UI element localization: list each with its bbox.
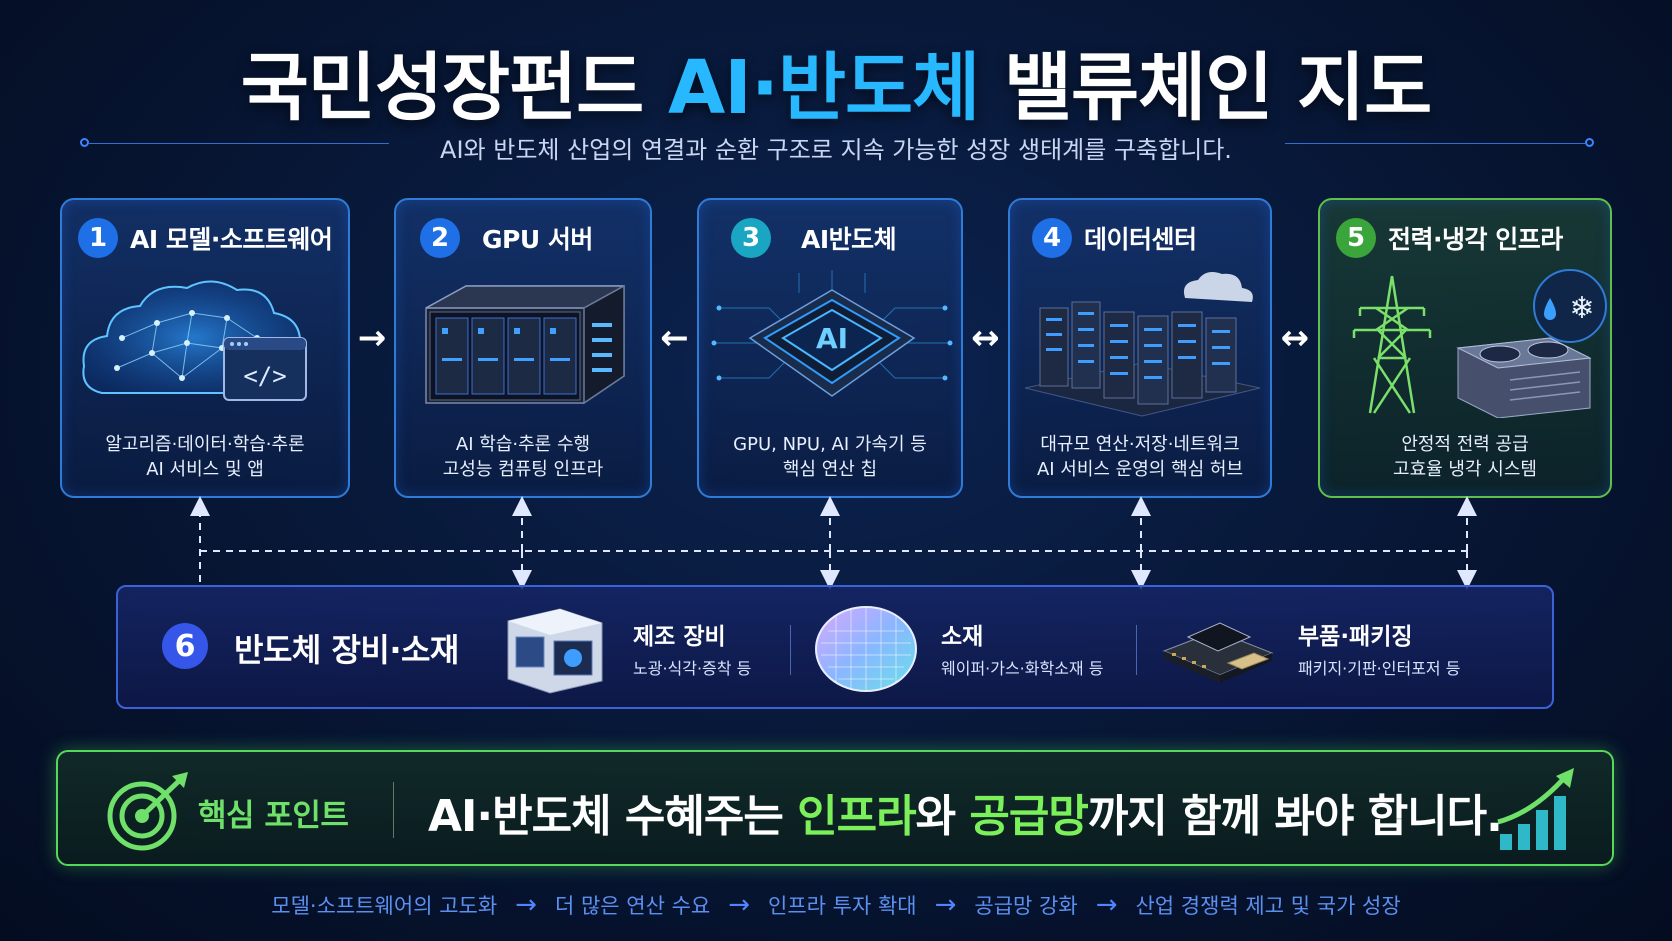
target-arrow-icon xyxy=(104,766,194,860)
card-number: 1 xyxy=(78,218,118,258)
materials-item-title: 소재 xyxy=(941,624,984,650)
card-number: 3 xyxy=(731,218,771,258)
chip-package-icon xyxy=(1158,601,1278,701)
manufacturing-equipment-icon xyxy=(500,601,610,701)
equipment-item-title: 제조 장비 xyxy=(633,624,726,650)
datacenter-icon xyxy=(1010,268,1270,418)
equipment-item-sub: 노광·식각·증착 등 xyxy=(633,659,752,678)
value-flow: 모델·소프트웨어의 고도화 → 더 많은 연산 수요 → 인프라 투자 확대 →… xyxy=(0,890,1672,920)
flow-arrow: → xyxy=(515,890,537,920)
flow-step: 산업 경쟁력 제고 및 국가 성장 xyxy=(1135,894,1401,918)
growth-chart-icon xyxy=(1494,764,1584,860)
flow-arrow: → xyxy=(728,890,751,920)
flow-step: 인프라 투자 확대 xyxy=(768,894,917,918)
arrow-card4-card5-bidirectional: ↔ xyxy=(1280,318,1310,358)
page-title: 국민성장펀드 AI·반도체 밸류체인 지도 xyxy=(240,45,1432,131)
svg-text:AI: AI xyxy=(816,322,848,355)
key-point-label: 핵심 포인트 xyxy=(198,798,349,834)
card-title: 전력·냉각 인프라 xyxy=(1388,225,1563,254)
card-title: GPU 서버 xyxy=(482,225,593,254)
divider xyxy=(790,625,791,675)
divider xyxy=(1136,625,1137,675)
key-point-text: AI·반도체 수혜주는 인프라와 공급망까지 함께 봐야 합니다. xyxy=(428,791,1503,842)
subtitle-left-dot xyxy=(80,138,89,147)
key-point-panel: 핵심 포인트 AI·반도체 수혜주는 인프라와 공급망까지 함께 봐야 합니다. xyxy=(56,750,1614,866)
flow-step: 모델·소프트웨어의 고도화 xyxy=(271,894,498,918)
svg-text:</>: </> xyxy=(243,362,286,390)
ai-chip-icon: AI xyxy=(699,268,961,418)
gpu-server-icon xyxy=(396,268,650,418)
packaging-item-sub: 패키지·기판·인터포저 등 xyxy=(1298,659,1461,678)
card-number: 2 xyxy=(420,218,460,258)
subtitle-right-dot xyxy=(1585,138,1594,147)
card-number: 4 xyxy=(1032,218,1072,258)
arrow-card3-card4-bidirectional: ↔ xyxy=(971,318,1000,358)
section-title: 반도체 장비·소재 xyxy=(234,631,459,669)
flow-step: 더 많은 연산 수요 xyxy=(554,894,711,918)
card-title: AI 모델·소프트웨어 xyxy=(130,225,333,254)
flow-arrow: → xyxy=(934,890,957,920)
flow-step: 공급망 강화 xyxy=(974,894,1078,918)
wafer-icon xyxy=(813,601,919,701)
packaging-item-title: 부품·패키징 xyxy=(1298,624,1413,650)
brain-cloud-code-icon: </> xyxy=(62,268,348,418)
section-number: 6 xyxy=(162,623,208,669)
page-subtitle: AI와 반도체 산업의 연결과 순환 구조로 지속 가능한 성장 생태계를 구축… xyxy=(440,136,1232,164)
card-title: 데이터센터 xyxy=(1084,225,1197,254)
subtitle-left-line xyxy=(89,143,389,144)
equipment-materials-panel: 6 반도체 장비·소재 제조 장비 노광·식각·증착 등 소재 웨이퍼·가스·화… xyxy=(116,585,1554,709)
flow-arrow: → xyxy=(1095,890,1118,920)
arrow-card3-to-card2: ← xyxy=(660,318,689,358)
divider xyxy=(393,782,394,838)
svg-text:❄: ❄ xyxy=(1569,291,1594,326)
power-cooling-icon: ❄ xyxy=(1320,268,1610,419)
arrow-card1-to-card2: → xyxy=(357,318,387,358)
materials-item-sub: 웨이퍼·가스·화학소재 등 xyxy=(941,659,1104,678)
card-number: 5 xyxy=(1336,218,1376,258)
card-title: AI반도체 xyxy=(801,225,897,254)
subtitle-right-line xyxy=(1285,143,1585,144)
